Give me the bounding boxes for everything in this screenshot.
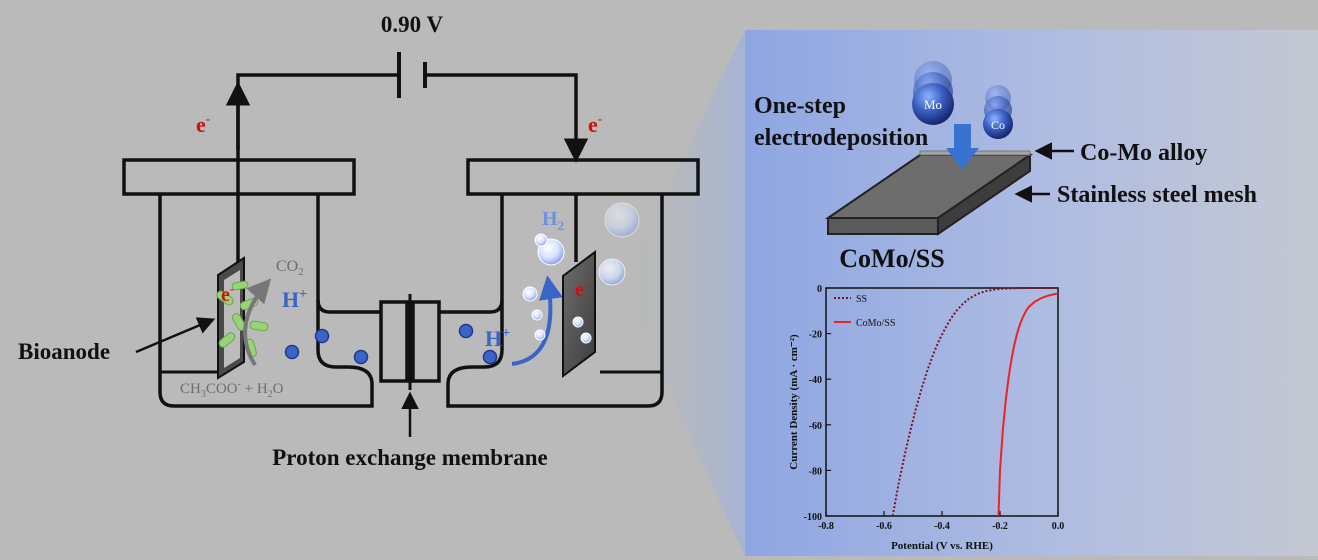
proton-label-anode: H+ bbox=[282, 287, 307, 312]
series-line-como-ss bbox=[997, 292, 1059, 517]
x-ticks: -0.8 -0.6 -0.4 -0.2 0.0 bbox=[818, 511, 1064, 532]
y-tick-label: -40 bbox=[809, 375, 822, 386]
electrode-label: CoMo/SS bbox=[839, 244, 944, 273]
deposition-spheres: Mo Co bbox=[912, 61, 1013, 139]
y-axis-label: Current Density (mA · cm⁻²) bbox=[788, 334, 800, 470]
process-label-line1: One-step bbox=[754, 93, 846, 119]
electron-at-cathode: e- bbox=[575, 277, 588, 301]
cathode-chamber bbox=[446, 194, 664, 408]
bioanode-pointer bbox=[135, 317, 216, 354]
curves bbox=[891, 287, 1059, 517]
bioanode-label: Bioanode bbox=[18, 339, 110, 364]
electron-at-anode: e- bbox=[221, 282, 234, 306]
lsv-chart: -0.8 -0.6 -0.4 -0.2 0.0 0 -20 -40 -60 -80 -100 SS… bbox=[788, 284, 1064, 552]
y-tick-label: -100 bbox=[804, 512, 822, 523]
h2-label: H2 bbox=[542, 208, 564, 233]
proton-reduction-arrow bbox=[511, 275, 563, 366]
zoom-cone bbox=[620, 30, 745, 556]
electron-label-left: e- bbox=[196, 111, 210, 137]
y-tick-label: -80 bbox=[809, 466, 822, 477]
mo-label: Mo bbox=[924, 97, 942, 112]
oxidation-arrow bbox=[243, 278, 272, 367]
proton-particles bbox=[284, 323, 498, 365]
x-tick-label: -0.8 bbox=[818, 521, 834, 532]
hydrogen-bubbles bbox=[522, 202, 640, 344]
process-label-line2: electrodeposition bbox=[754, 125, 928, 151]
mo-sphere bbox=[912, 83, 954, 125]
electrode-slab bbox=[824, 150, 1034, 236]
co-sphere bbox=[983, 109, 1013, 139]
detail-panel-background bbox=[745, 30, 1318, 556]
electron-label-right: e- bbox=[588, 111, 602, 137]
anode-chamber bbox=[158, 194, 374, 408]
membrane-flange-left bbox=[379, 300, 409, 383]
cathode-lid bbox=[466, 158, 700, 196]
deposition-arrow bbox=[946, 124, 979, 170]
mesh-label: Stainless steel mesh bbox=[1057, 182, 1257, 208]
external-circuit bbox=[225, 52, 589, 275]
legend-label-como: CoMo/SS bbox=[856, 318, 895, 329]
legend-label-ss: SS bbox=[856, 294, 867, 305]
co2-label: CO2 bbox=[276, 258, 304, 278]
y-tick-label: -20 bbox=[809, 330, 822, 341]
membrane-label: Proton exchange membrane bbox=[272, 445, 548, 470]
alloy-label: Co-Mo alloy bbox=[1080, 140, 1207, 166]
co-label: Co bbox=[991, 118, 1005, 132]
x-tick-label: 0.0 bbox=[1052, 521, 1065, 532]
proton-label-cathode: H+ bbox=[485, 326, 510, 351]
y-tick-label: -60 bbox=[809, 421, 822, 432]
cathode-electrode bbox=[562, 250, 596, 378]
x-axis-label: Potential (V vs. RHE) bbox=[891, 540, 993, 552]
y-tick-label: 0 bbox=[817, 284, 822, 295]
voltage-label: 0.90 V bbox=[381, 12, 444, 37]
series-line-ss bbox=[891, 287, 1058, 517]
x-tick-label: -0.4 bbox=[934, 521, 950, 532]
y-ticks: 0 -20 -40 -60 -80 -100 bbox=[804, 284, 831, 523]
membrane-flange-right bbox=[411, 300, 441, 383]
substrate-label: CH3COO- + H2O bbox=[180, 379, 284, 400]
x-tick-label: -0.2 bbox=[992, 521, 1008, 532]
x-tick-label: -0.6 bbox=[876, 521, 892, 532]
